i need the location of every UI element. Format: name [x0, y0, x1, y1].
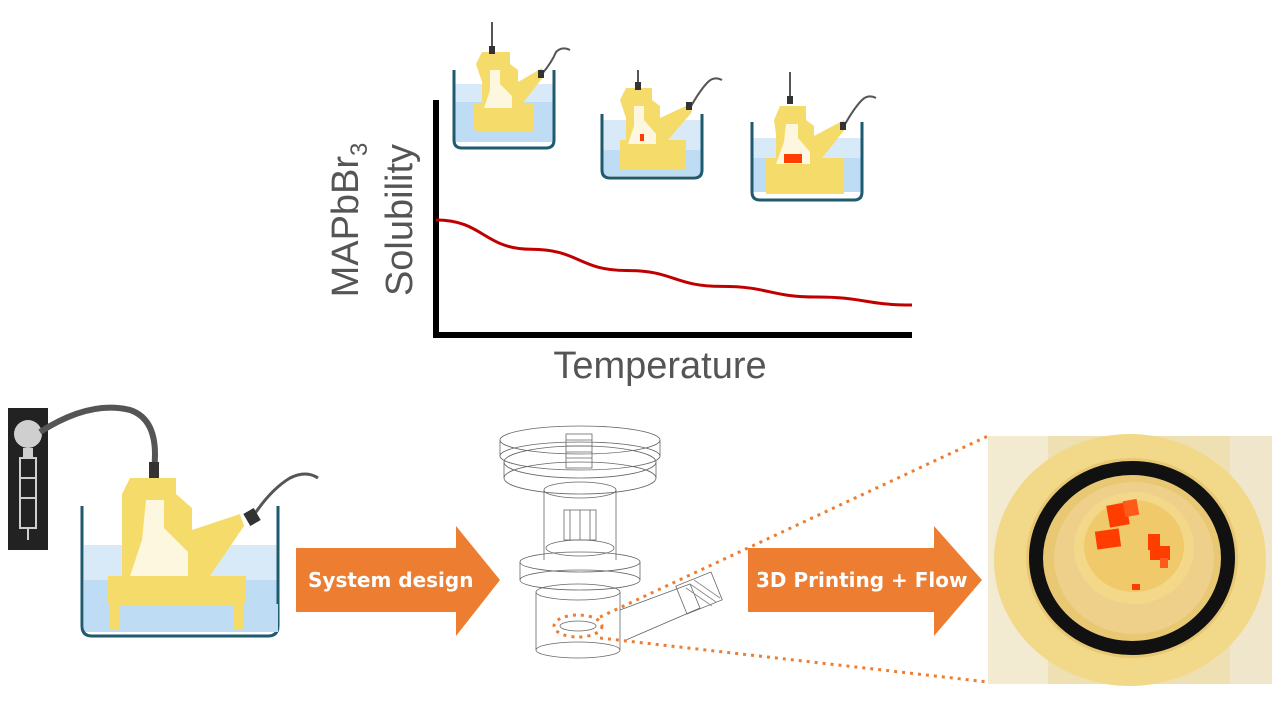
reactor-small-1 — [452, 22, 571, 150]
reactor-small-3 — [750, 72, 877, 202]
zoom-indicator — [552, 434, 989, 684]
reactor-small-2 — [600, 70, 723, 180]
reactor-photo — [988, 434, 1272, 686]
y-label-subscript: 3 — [345, 142, 373, 156]
tubing — [38, 404, 158, 471]
y-label-line1: MAPbBr — [325, 155, 368, 298]
reactor-large — [80, 462, 319, 638]
y-label-line2: Solubility — [378, 143, 421, 297]
x-axis-label: Temperature — [553, 345, 767, 387]
solubility-curve — [435, 218, 913, 307]
cad-wireframe — [499, 425, 723, 659]
printing-flow-label: 3D Printing + Flow — [756, 568, 968, 592]
y-axis-label: MAPbBr3 Solubility — [325, 120, 421, 320]
arrow-system-design — [296, 526, 500, 636]
system-design-label: System design — [308, 568, 474, 592]
arrow-printing-flow — [748, 526, 982, 636]
